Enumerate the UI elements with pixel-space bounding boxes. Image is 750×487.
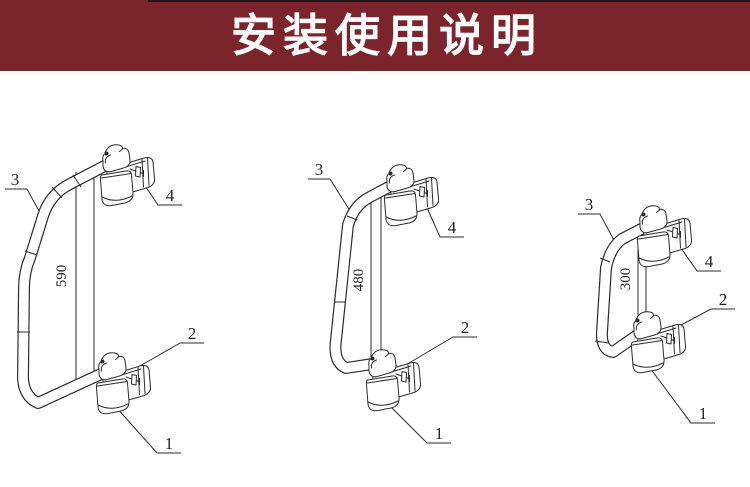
callout-number-4: 4: [448, 218, 457, 237]
callout-number-2: 2: [188, 324, 197, 343]
dimension-value: 590: [54, 265, 70, 288]
top-clamp: [99, 144, 156, 207]
drawing-handle-300: 300 1 2 3 4: [578, 195, 735, 424]
tube-tick: [599, 257, 611, 263]
bottom-clamp: [630, 311, 687, 374]
drawing-handle-590: 590 1 2 3 4: [5, 144, 204, 454]
callout-leader-1: [649, 367, 715, 424]
tube-body: [18, 154, 121, 408]
callout-number-3: 3: [315, 160, 324, 179]
tube-tick: [24, 250, 38, 256]
top-border-line: [148, 0, 750, 2]
callout-number-4: 4: [705, 252, 714, 271]
callout-leader-3: [578, 213, 617, 245]
title-banner: 安装使用说明: [0, 0, 750, 71]
callout-leader-3: [308, 178, 353, 215]
top-clamp: [383, 164, 440, 227]
callout-leader-2: [139, 342, 204, 367]
callout-number-1: 1: [435, 424, 444, 443]
drawing-area: 590 1 2 3 4 480 1 2 3 4 300 1 2 3 4: [0, 71, 750, 487]
callout-leader-1: [387, 403, 451, 444]
tube-tick: [346, 215, 358, 221]
top-clamp: [636, 205, 693, 268]
dimension-value: 480: [351, 269, 367, 292]
tube-tick: [51, 186, 63, 199]
callout-number-1: 1: [699, 404, 708, 423]
bottom-clamp: [365, 349, 422, 412]
callout-leader-2: [403, 336, 477, 367]
callout-number-3: 3: [11, 170, 20, 189]
tube-tick: [72, 174, 82, 188]
drawing-handle-480: 480 1 2 3 4: [308, 160, 477, 444]
callout-number-3: 3: [585, 195, 594, 214]
dimension-value: 300: [618, 268, 634, 291]
callout-number-4: 4: [166, 186, 175, 205]
technical-drawings: 590 1 2 3 4 480 1 2 3 4 300 1 2 3 4: [5, 144, 735, 454]
tube-body: [597, 217, 658, 357]
callout-leader-3: [5, 188, 45, 221]
callout-number-2: 2: [719, 290, 728, 309]
tube-tick: [594, 340, 610, 344]
callout-number-1: 1: [165, 434, 174, 453]
page-title: 安装使用说明: [230, 10, 543, 61]
bottom-clamp: [95, 352, 152, 415]
callout-leader-1: [115, 406, 181, 454]
callout-number-2: 2: [461, 318, 470, 337]
tube-body: [330, 176, 403, 373]
